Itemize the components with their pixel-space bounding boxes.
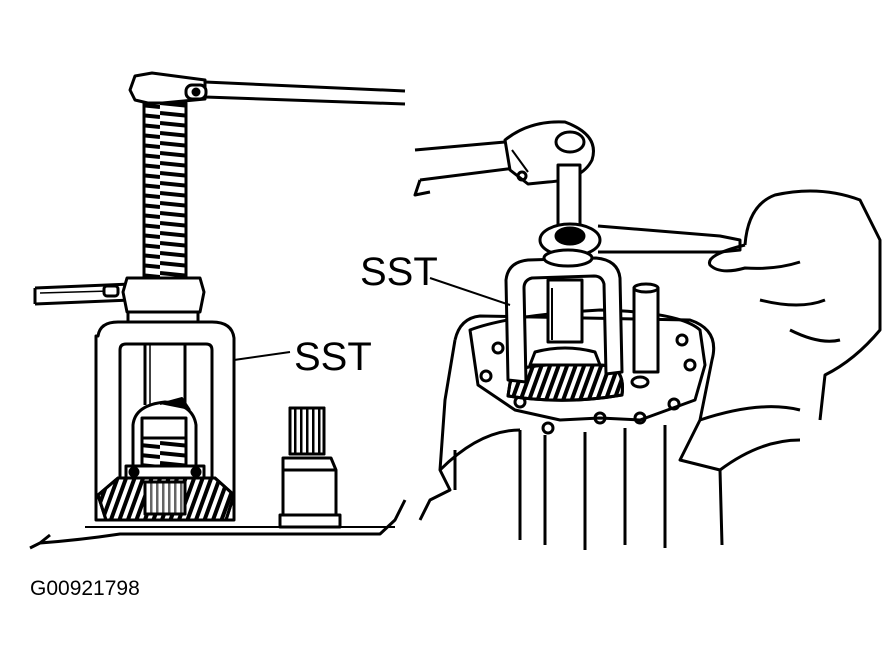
left-sst-leader: [233, 351, 291, 361]
right-sst-leader: [429, 277, 511, 306]
left-output-shaft: [278, 406, 342, 529]
right-box-wrench: [538, 222, 742, 268]
left-top-wrench: [128, 71, 406, 106]
figure-code: G00921798: [30, 577, 140, 600]
right-hand: [707, 189, 882, 421]
left-sst-label: SST: [294, 335, 372, 379]
left-housing-base: [29, 499, 407, 550]
left-gear: [96, 476, 236, 522]
left-shaft-assembly: [124, 397, 206, 480]
right-puller-frame: [504, 256, 624, 384]
left-forcing-screw: [142, 101, 188, 280]
right-puller-diagram: [413, 120, 882, 550]
right-guide-pin: [630, 282, 660, 389]
right-sst-label: SST: [360, 250, 438, 294]
left-puller-diagram: [29, 71, 407, 550]
right-gear: [506, 346, 624, 402]
right-adjustable-wrench: [413, 120, 595, 237]
left-lower-wrench: [33, 276, 206, 324]
